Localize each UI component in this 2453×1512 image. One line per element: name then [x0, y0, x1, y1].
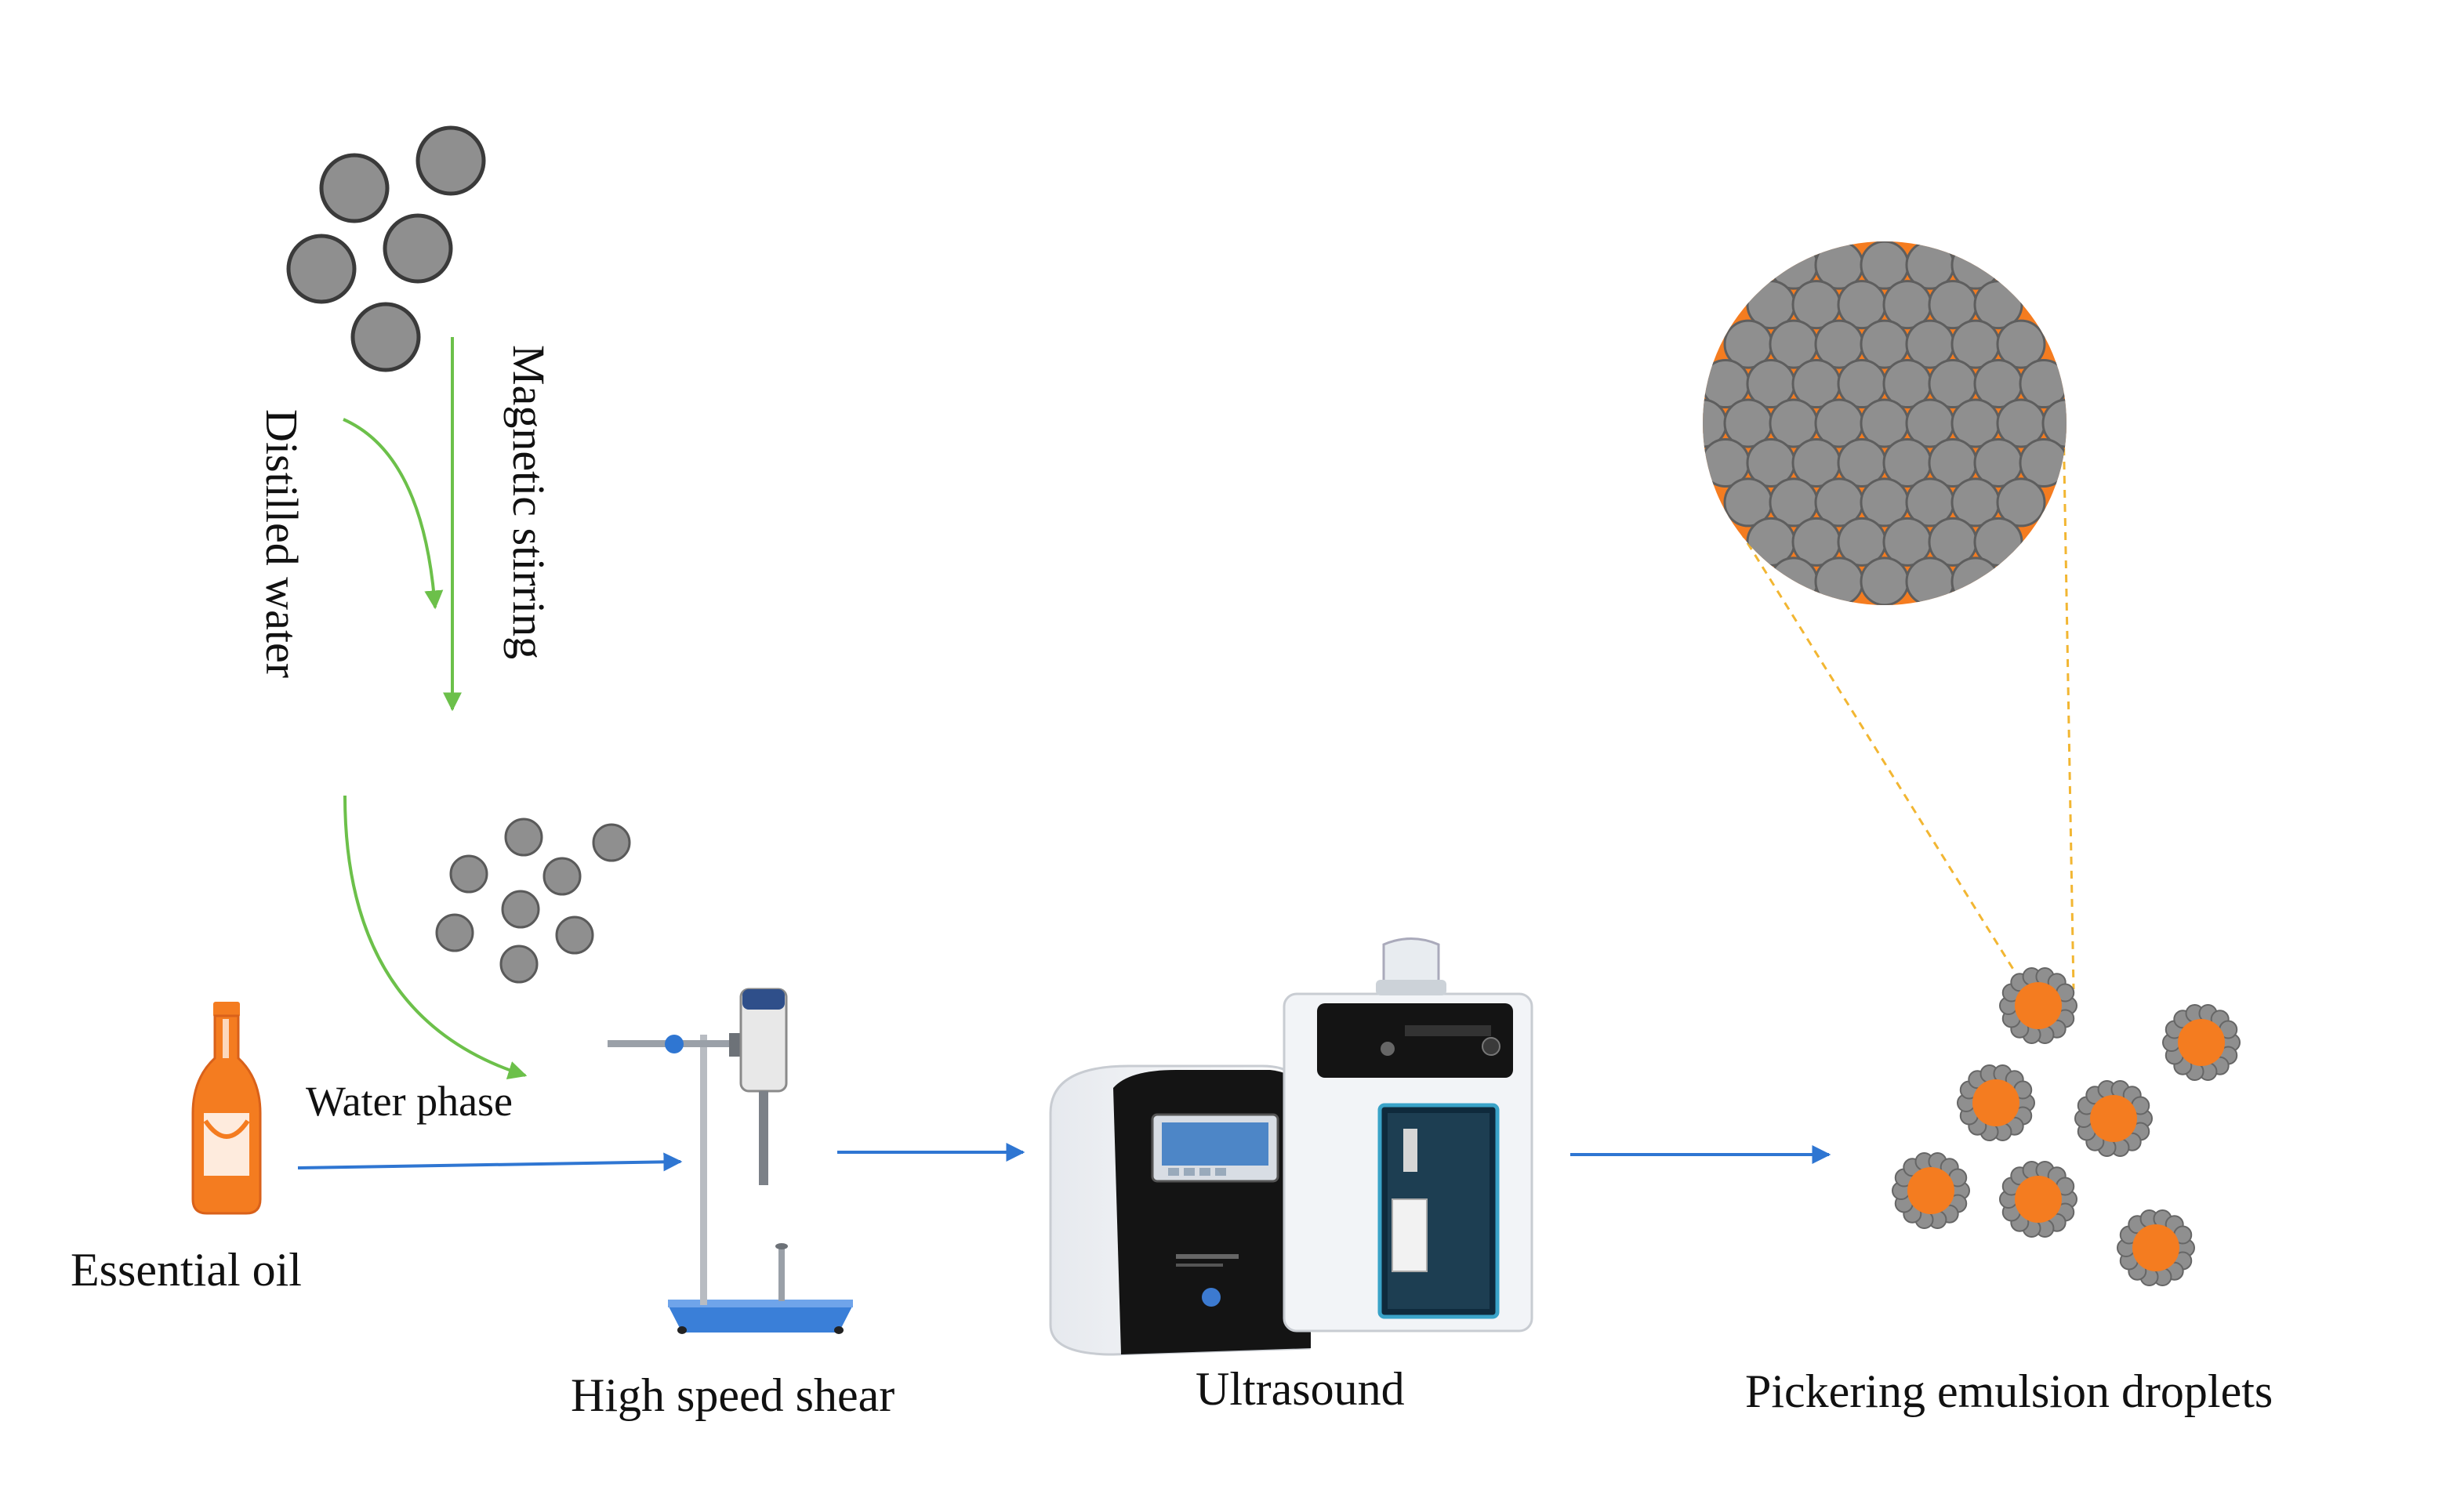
- pickering-droplets-label: Pickering emulsion droplets: [1745, 1365, 2273, 1417]
- droplet: [2117, 1209, 2195, 1287]
- essential-oil-label: Essential oil: [71, 1244, 302, 1296]
- distilled-water-label: Distilled water: [256, 409, 307, 678]
- zoomed-droplet: [1703, 241, 2067, 605]
- shell-particles: [1703, 241, 2067, 605]
- zoom-line-left: [1731, 518, 2034, 1000]
- ultrasonic-processor-icon: [1049, 937, 1533, 1356]
- zoom-line-right: [2062, 419, 2075, 990]
- shell-particle: [1905, 557, 1955, 605]
- water-phase-label: Water phase: [306, 1078, 513, 1125]
- homogenizer-icon: [608, 988, 853, 1334]
- dispersion-arrow: [343, 795, 528, 1079]
- high-speed-shear-label: High speed shear: [571, 1369, 894, 1421]
- droplet: [1999, 1160, 2077, 1238]
- shell-particle: [2019, 437, 2067, 488]
- dispersed-particles: [435, 818, 631, 984]
- droplet: [1957, 1064, 2035, 1142]
- shell-particle: [1996, 319, 2046, 369]
- droplet: [2162, 1003, 2241, 1082]
- shell-particle: [1814, 557, 1864, 605]
- droplet: [2074, 1079, 2153, 1158]
- shell-particle: [2041, 398, 2067, 448]
- droplet: [1999, 966, 2077, 1045]
- bottle-icon: [191, 1002, 262, 1215]
- shell-particle: [1769, 557, 1819, 605]
- shell-particle: [2019, 359, 2067, 409]
- oil-to-shear-arrow: [297, 1152, 683, 1172]
- magnetic-stirring-label: Magnetic stirring: [503, 345, 554, 659]
- droplet: [1892, 1151, 1970, 1230]
- shell-particle: [1860, 557, 1910, 605]
- shell-particle: [1950, 557, 2001, 605]
- shell-particle: [1996, 477, 2046, 528]
- distilled-water-arrow: [343, 418, 444, 610]
- dry-particles-cluster: [286, 125, 486, 372]
- pickering-droplets: [1892, 966, 2241, 1287]
- ultrasound-label: Ultrasound: [1196, 1363, 1405, 1415]
